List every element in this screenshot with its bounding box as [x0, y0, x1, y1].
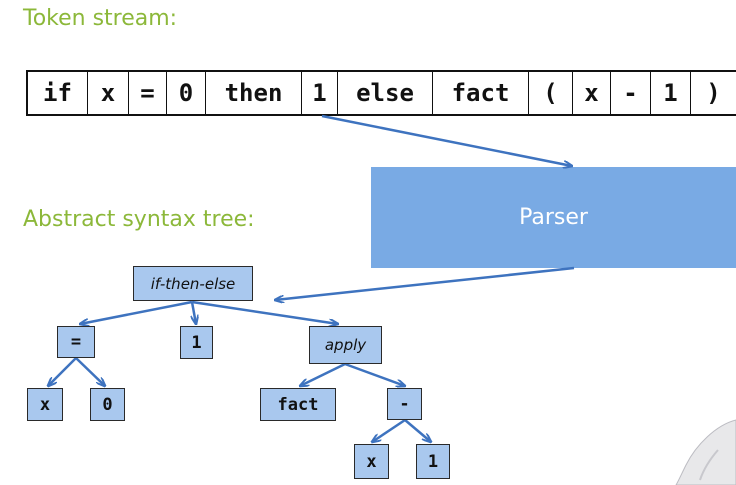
edge-minus-x [372, 418, 406, 442]
token-stream-heading: Token stream: [23, 6, 178, 31]
node-equals: = [57, 326, 95, 358]
token: then [206, 72, 302, 114]
parser-label: Parser [519, 205, 588, 230]
token: fact [433, 72, 529, 114]
token: 0 [167, 72, 206, 114]
edge-root-eq [80, 300, 193, 324]
arrow-parser-to-ast [275, 266, 575, 300]
token: if [28, 72, 88, 114]
token: 1 [651, 72, 691, 114]
ast-heading: Abstract syntax tree: [23, 207, 255, 232]
node-fact: fact [260, 388, 336, 421]
token: x [573, 72, 611, 114]
token: else [338, 72, 433, 114]
parser-box: Parser [371, 167, 736, 268]
edge-apply-fact [300, 362, 346, 386]
edge-eq-zero [75, 357, 105, 386]
token: - [611, 72, 651, 114]
edge-eq-x [48, 357, 77, 386]
node-x-inner: x [354, 444, 389, 479]
node-x: x [27, 388, 63, 421]
edge-minus-one [404, 419, 431, 442]
token: ) [706, 79, 721, 107]
node-apply: apply [309, 326, 382, 364]
node-zero: 0 [90, 388, 125, 421]
node-minus: - [387, 388, 422, 420]
node-one: 1 [180, 326, 213, 359]
presenter-figure [675, 419, 736, 485]
arrow-token-to-parser [321, 114, 572, 166]
token: ( [529, 72, 573, 114]
node-if-then-else: if-then-else [133, 266, 253, 301]
token: 1 [302, 72, 338, 114]
token: = [129, 72, 167, 114]
edge-apply-minus [344, 362, 405, 386]
node-one-inner: 1 [416, 444, 450, 479]
edge-root-apply [191, 300, 338, 324]
token-stream: if x = 0 then 1 else fact ( x - 1 ) [26, 70, 736, 116]
edge-root-one [192, 301, 196, 324]
token: x [88, 72, 129, 114]
